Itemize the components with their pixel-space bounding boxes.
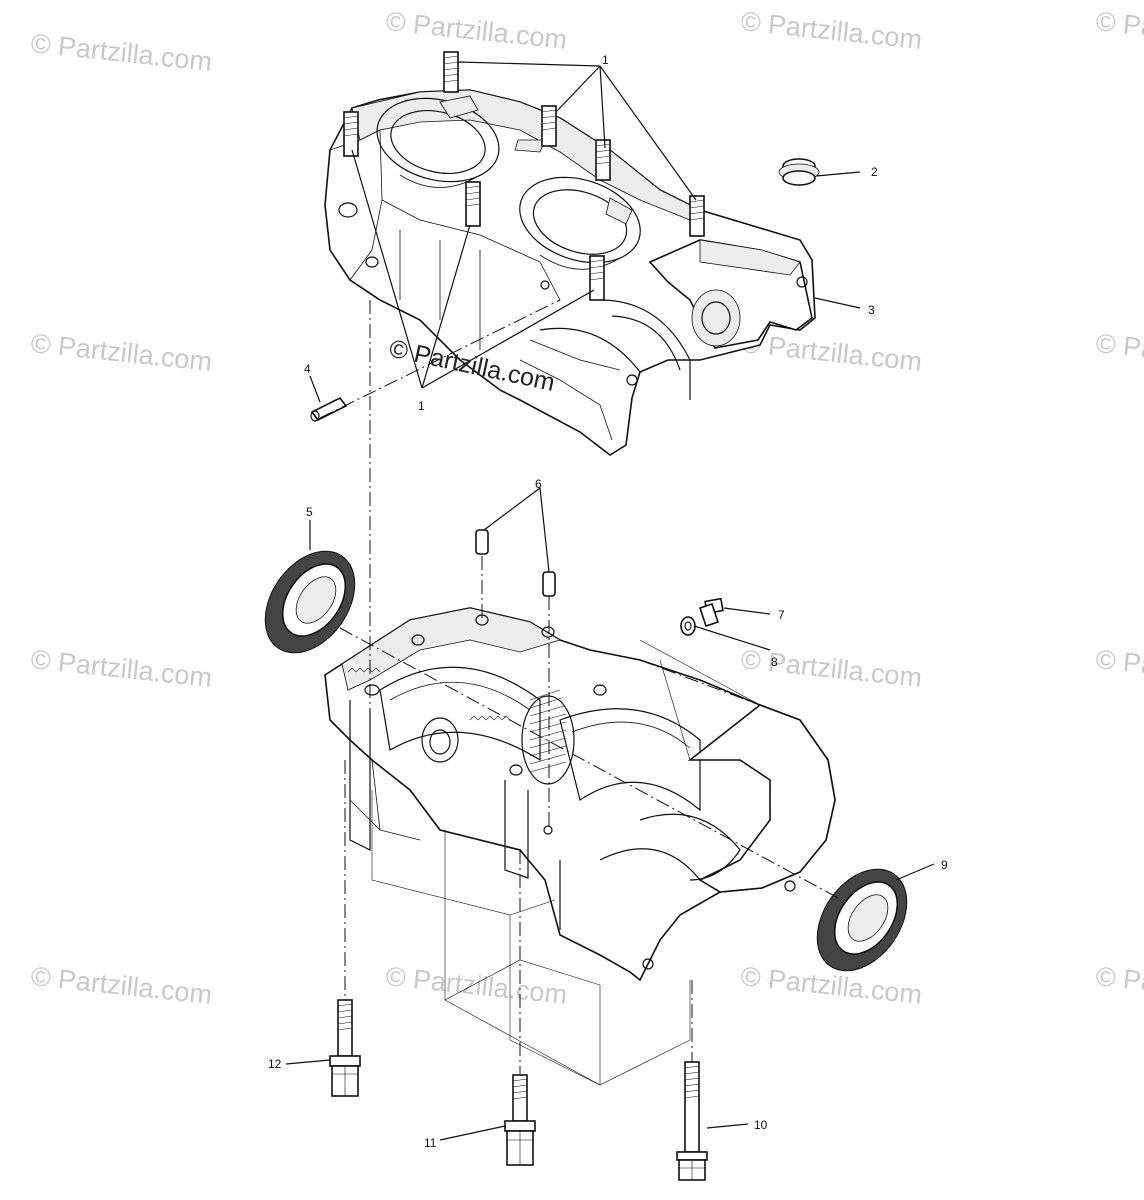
phantom-reference-box — [371, 639, 761, 1086]
callout-numbers: 1 1 2 3 4 5 6 7 8 9 10 11 12 — [268, 53, 948, 1150]
crankcase-bolt-12 — [329, 999, 361, 1097]
callout-4: 4 — [304, 362, 311, 376]
watermark: © Partzilla.com — [384, 6, 568, 55]
crank-seal-left — [264, 550, 356, 654]
crank-seal-right — [816, 868, 908, 972]
callout-10: 10 — [754, 1118, 768, 1132]
lower-crankcase — [324, 607, 836, 982]
callout-8: 8 — [771, 655, 778, 669]
crankcase-bolt-10 — [676, 1061, 708, 1181]
callout-7: 7 — [778, 608, 785, 622]
watermark: © Partzilla.com — [739, 961, 923, 1010]
watermark: © Partzilla.com — [29, 328, 213, 377]
watermark: © Partzilla.com — [1094, 961, 1144, 1010]
callout-1-top: 1 — [602, 53, 609, 67]
callout-5: 5 — [306, 505, 313, 519]
watermark: © Partzilla.com — [1094, 6, 1144, 55]
watermark: © Partzilla.com — [29, 644, 213, 693]
watermark: © Partzilla.com — [739, 328, 923, 377]
watermark: © Partzilla.com — [1094, 328, 1144, 377]
upper-crankcase — [324, 51, 816, 456]
watermark: © Partzilla.com — [739, 6, 923, 55]
watermark: © Partzilla.com — [739, 644, 923, 693]
dowel-pins — [475, 529, 556, 597]
center-bearing-fins — [521, 689, 575, 785]
watermark: © Partzilla.com — [29, 961, 213, 1010]
callout-6: 6 — [535, 477, 542, 491]
callout-11: 11 — [424, 1136, 437, 1150]
drain-plug — [698, 597, 724, 628]
callout-12: 12 — [268, 1057, 282, 1071]
callout-9: 9 — [941, 858, 948, 872]
washer — [680, 616, 696, 636]
watermark: © Partzilla.com — [29, 28, 213, 77]
watermark: © Partzilla.com — [384, 961, 568, 1010]
callout-1-bottom: 1 — [418, 399, 425, 413]
cylinder-studs — [343, 51, 705, 301]
callout-2: 2 — [871, 165, 878, 179]
watermark: © Partzilla.com — [1094, 644, 1144, 693]
callout-3: 3 — [868, 303, 875, 317]
leader-lines — [285, 61, 935, 1141]
crankcase-bolt-11 — [504, 1074, 536, 1166]
grommet-part — [778, 158, 820, 186]
assembly-center-lines — [319, 299, 843, 1075]
dowel-pin-part — [310, 396, 348, 422]
